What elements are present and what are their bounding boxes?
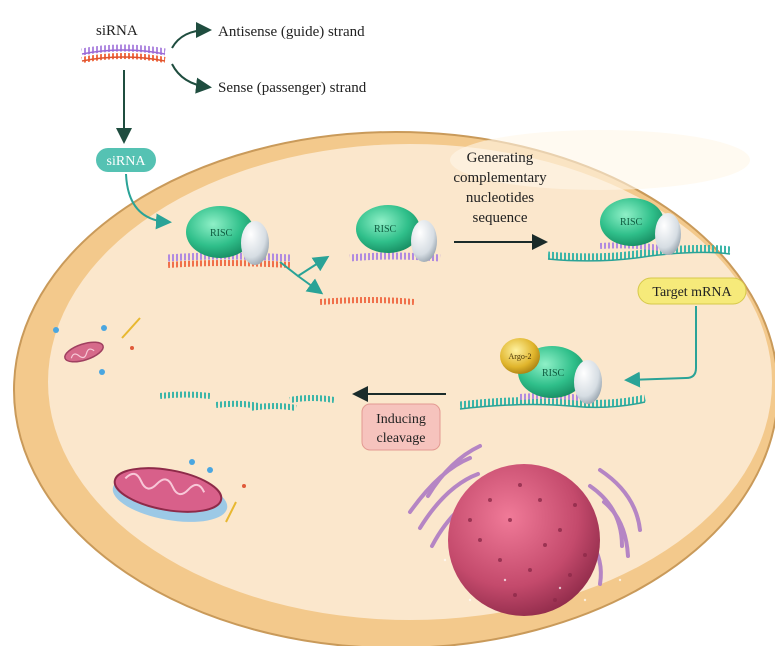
svg-text:nucleotides: nucleotides (466, 190, 534, 206)
arrow-sense-release (297, 275, 324, 295)
sirna-top-label: siRNA (96, 23, 138, 39)
argo-label: Argo-2 (509, 352, 532, 361)
arrow-sense (171, 63, 212, 94)
risc-argo-complex: Argo-2 RISC (459, 338, 646, 410)
arrow-antisense (171, 22, 212, 49)
risc-complex-2: RISC (349, 205, 441, 262)
argo-2-protein (500, 338, 540, 374)
risc-body (186, 206, 254, 258)
released-sense-strand (319, 297, 415, 305)
sirna-pill-label: siRNA (107, 154, 147, 169)
arrow-target-to-argo (624, 306, 697, 388)
mitochondrion-large (112, 459, 246, 523)
target-mrna-badge: Target mRNA (637, 277, 747, 305)
inducing-label-2: cleavage (377, 431, 426, 446)
risc-white-subunit (241, 221, 269, 265)
risc-complex-3: RISC (547, 198, 731, 262)
sense-label: Sense (passenger) strand (218, 80, 367, 96)
inducing-label-1: Inducing (376, 412, 426, 427)
nucleus-body (448, 464, 600, 616)
mitochondrion-small (53, 317, 141, 375)
sirna-duplex-top (81, 44, 166, 63)
sirna-pill: siRNA (96, 148, 156, 172)
risc-label: RISC (374, 224, 397, 235)
svg-text:Generating: Generating (467, 150, 534, 166)
target-mrna-label: Target mRNA (652, 285, 732, 300)
inducing-cleavage-badge: Inducing cleavage (361, 403, 441, 451)
risc-complex-1: RISC (167, 206, 291, 268)
risc-label: RISC (210, 228, 233, 239)
arrow-to-risc (125, 173, 172, 230)
antisense-label: Antisense (guide) strand (218, 24, 365, 40)
nucleus (443, 464, 622, 616)
risc-label: RISC (620, 217, 643, 228)
risc-label: RISC (542, 368, 565, 379)
cleaved-mrna-fragments (159, 391, 335, 411)
svg-text:complementary: complementary (453, 170, 547, 186)
generating-label: Generating complementary nucleotides seq… (453, 150, 547, 226)
svg-text:sequence: sequence (473, 210, 528, 226)
